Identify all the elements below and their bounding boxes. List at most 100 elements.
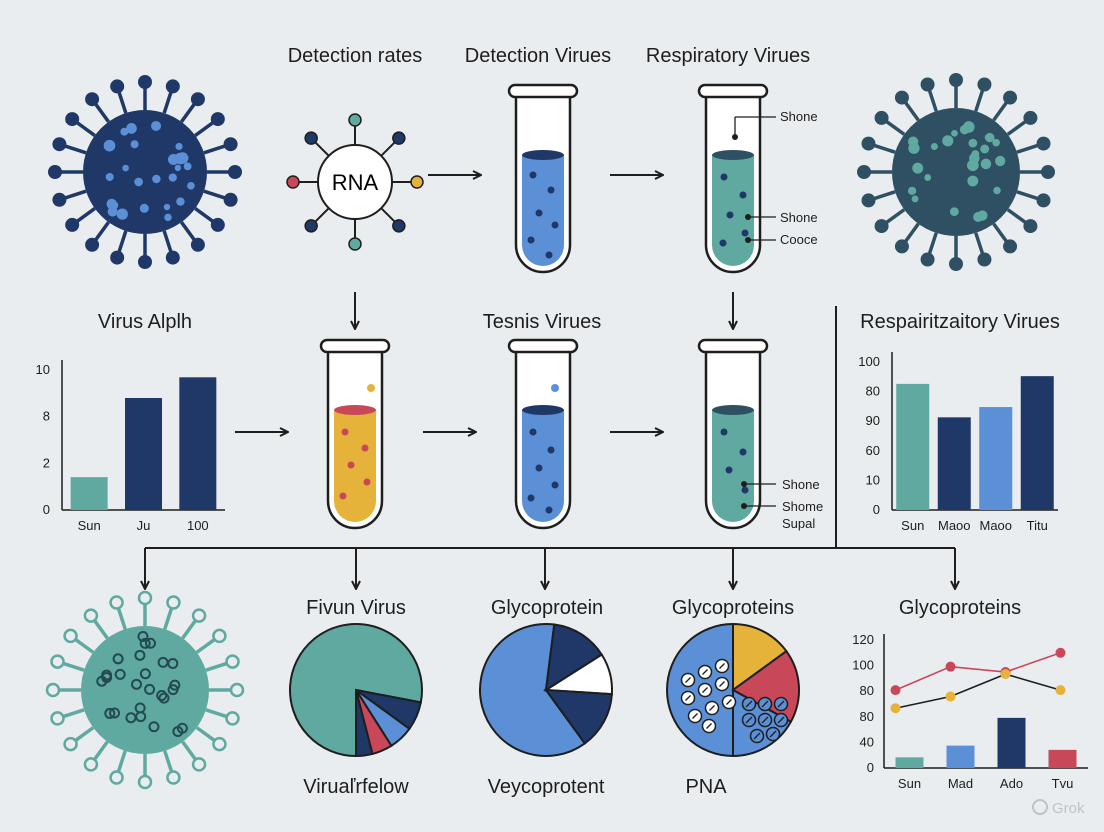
tube-rim xyxy=(697,83,769,99)
series-point xyxy=(890,685,901,696)
x-tick-label: Tvu xyxy=(1052,776,1074,791)
y-tick-label: 60 xyxy=(866,443,880,458)
series-line xyxy=(895,673,1061,710)
x-tick-label: Sun xyxy=(901,518,924,533)
virus-dot xyxy=(993,186,1001,195)
rna-node xyxy=(304,131,318,145)
virus-body xyxy=(892,108,1020,236)
pie-pattern-mark xyxy=(761,716,769,724)
y-tick-label: 0 xyxy=(873,502,880,517)
tube-liquid-surface xyxy=(712,405,754,415)
virus-spike-tip xyxy=(210,112,225,127)
virus-spike-tip xyxy=(166,595,181,610)
virus-spike-tip xyxy=(48,165,62,179)
x-tick-label: Mad xyxy=(948,776,973,791)
virus-spike-tip xyxy=(861,193,876,208)
y-tick-label: 2 xyxy=(43,455,50,470)
tube-liquid-surface xyxy=(522,405,564,415)
bar xyxy=(1020,376,1054,510)
virus-spike-tip xyxy=(977,77,992,92)
title-respiritzatory-viruses: Respairitzaitory Virues xyxy=(860,311,1060,333)
virus-dot xyxy=(169,679,181,691)
x-tick-label: 100 xyxy=(187,518,209,533)
grok-logo-icon xyxy=(1032,799,1048,815)
bar xyxy=(179,377,217,510)
virus-dot xyxy=(104,707,116,719)
virus-dot xyxy=(103,139,116,152)
bar xyxy=(937,417,971,510)
series-point xyxy=(945,661,956,672)
tube-rim xyxy=(319,338,391,354)
virus-spike-tip xyxy=(949,257,963,271)
y-tick-label: 40 xyxy=(860,734,874,749)
tube-particle xyxy=(341,428,349,436)
tube-particle xyxy=(545,251,553,259)
virus-spike-tip xyxy=(50,654,65,669)
virus-spike-tip xyxy=(977,252,992,267)
virus-dot xyxy=(157,656,169,668)
x-tick-label: Maoo xyxy=(938,518,971,533)
virus-icon xyxy=(48,75,242,269)
virus-spike-tip xyxy=(165,79,180,94)
series-line xyxy=(895,652,1061,691)
y-tick-label: 80 xyxy=(866,384,880,399)
pie-pattern-mark xyxy=(745,716,753,724)
tube-particle xyxy=(720,428,728,436)
tube-particle xyxy=(720,173,728,181)
tube-liquid xyxy=(712,410,754,522)
virus-dot xyxy=(168,173,177,182)
x-tick-label: Ado xyxy=(1000,776,1023,791)
tube-callouts xyxy=(734,116,776,507)
tube-particle xyxy=(741,229,749,237)
rna-molecule-icon: RNA xyxy=(286,113,424,251)
virus-spike-tip xyxy=(63,628,78,644)
virus-spike-tip xyxy=(920,252,935,267)
virus-spike-tip xyxy=(109,595,124,610)
virus-dot xyxy=(139,637,151,649)
tube-particle xyxy=(529,428,537,436)
virus-dot xyxy=(992,138,1000,147)
virus-spike-tip xyxy=(65,217,80,232)
virus-spike-tip xyxy=(210,217,225,232)
y-tick-label: 8 xyxy=(43,409,50,424)
y-tick-label: 100 xyxy=(858,354,880,369)
test-tube-icon xyxy=(319,338,391,530)
pie-pattern-mark xyxy=(719,681,725,687)
pie-pattern-mark xyxy=(685,677,691,683)
virus-dot xyxy=(912,162,924,174)
tube-particle xyxy=(339,492,347,500)
pie-pattern-mark xyxy=(702,687,708,693)
tube-particle xyxy=(551,221,559,229)
watermark-text: Grok xyxy=(1052,800,1085,817)
virus-spike-tip xyxy=(225,711,240,726)
pie-pattern-mark xyxy=(769,730,777,738)
virus-spike-tip xyxy=(191,757,207,772)
tube-rim xyxy=(507,83,579,99)
virus-spike-tip xyxy=(137,590,153,606)
virus-spike-tip xyxy=(190,92,205,107)
title-virus-alph: Virus Alplh xyxy=(98,311,192,333)
virus-dot xyxy=(151,120,162,131)
virus-dot xyxy=(907,186,917,196)
tube-label: Shone xyxy=(780,210,818,225)
virus-dot xyxy=(971,150,980,158)
virus-dot xyxy=(110,201,119,210)
virus-spike-tip xyxy=(52,192,67,207)
rna-label: RNA xyxy=(332,170,379,195)
bar xyxy=(979,407,1013,510)
watermark: Grok xyxy=(1032,799,1085,817)
tube-liquid-surface xyxy=(522,150,564,160)
tube-particle xyxy=(527,494,535,502)
virus-dot xyxy=(984,134,992,141)
tube-liquid xyxy=(522,155,564,266)
virus-dot xyxy=(183,162,192,171)
test-tube-icon xyxy=(697,83,769,274)
virus-spike-tip xyxy=(212,736,227,752)
pie-chart-fivun-virus xyxy=(289,623,423,758)
rna-node xyxy=(286,175,300,189)
virus-dot xyxy=(967,159,979,172)
y-tick-label: 90 xyxy=(866,413,880,428)
bar xyxy=(1048,749,1077,768)
virus-dot xyxy=(139,668,151,680)
